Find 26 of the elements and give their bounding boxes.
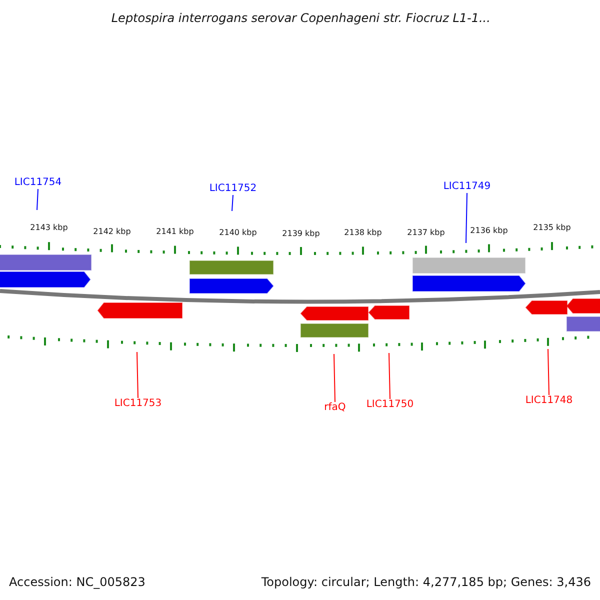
scale-label: 2138 kbp bbox=[344, 229, 382, 237]
scale-label: 2140 kbp bbox=[219, 229, 257, 237]
gene-label: rfaQ bbox=[324, 403, 346, 413]
scale-label: 2136 kbp bbox=[470, 227, 508, 235]
title: Leptospira interrogans serovar Copenhageni str. Fiocruz L1-1... bbox=[111, 12, 490, 24]
genome-summary-text: Topology: circular; Length: 4,277,185 bp; Genes: 3,436 bbox=[261, 576, 591, 588]
accession-text: Accession: NC_005823 bbox=[9, 576, 146, 588]
leader-line bbox=[232, 194, 234, 212]
scale-label: 2137 kbp bbox=[407, 229, 445, 237]
scale-label: 2143 kbp bbox=[30, 224, 68, 232]
gene-label: LIC11749 bbox=[443, 182, 491, 192]
leader-line bbox=[388, 352, 390, 400]
scale-label: 2139 kbp bbox=[282, 230, 320, 238]
gene-label: LIC11753 bbox=[114, 399, 162, 409]
scale-label: 2135 kbp bbox=[533, 224, 571, 232]
gene-label: LIC11752 bbox=[209, 184, 257, 194]
leader-line bbox=[548, 348, 550, 396]
leader-line bbox=[334, 354, 336, 402]
gene-label: LIC11754 bbox=[14, 178, 62, 188]
leader-line bbox=[36, 188, 38, 210]
leader-line bbox=[136, 352, 138, 398]
scale-label: 2141 kbp bbox=[156, 228, 194, 236]
scale-label: 2142 kbp bbox=[93, 228, 131, 236]
leader-line bbox=[466, 192, 468, 244]
gene-label: LIC11748 bbox=[525, 396, 573, 406]
gene-label: LIC11750 bbox=[366, 400, 414, 410]
